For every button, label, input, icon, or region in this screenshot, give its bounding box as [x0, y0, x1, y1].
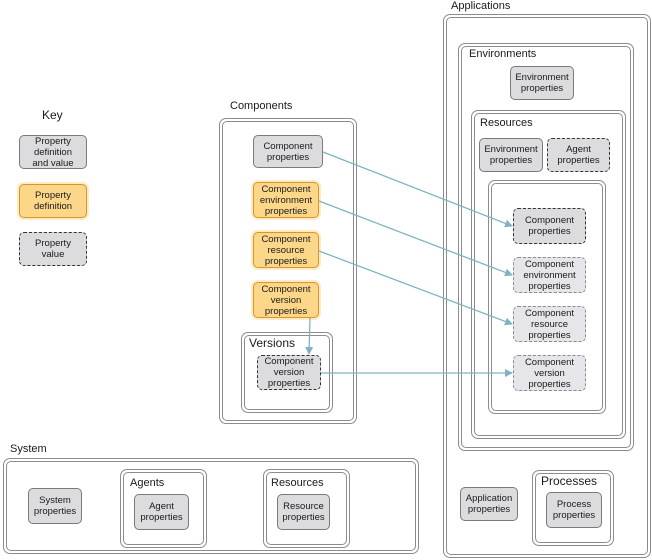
processes-title: Processes	[541, 474, 598, 488]
environments-title: Environments	[469, 48, 537, 60]
system-resources-title: Resources	[271, 477, 324, 489]
components-title: Components	[230, 100, 293, 112]
versions-title: Versions	[249, 336, 296, 350]
system-title: System	[10, 443, 47, 455]
key-title: Key	[42, 108, 63, 122]
agents-title: Agents	[130, 477, 165, 489]
resources-title: Resources	[480, 117, 533, 129]
applications-title: Applications	[451, 0, 511, 12]
